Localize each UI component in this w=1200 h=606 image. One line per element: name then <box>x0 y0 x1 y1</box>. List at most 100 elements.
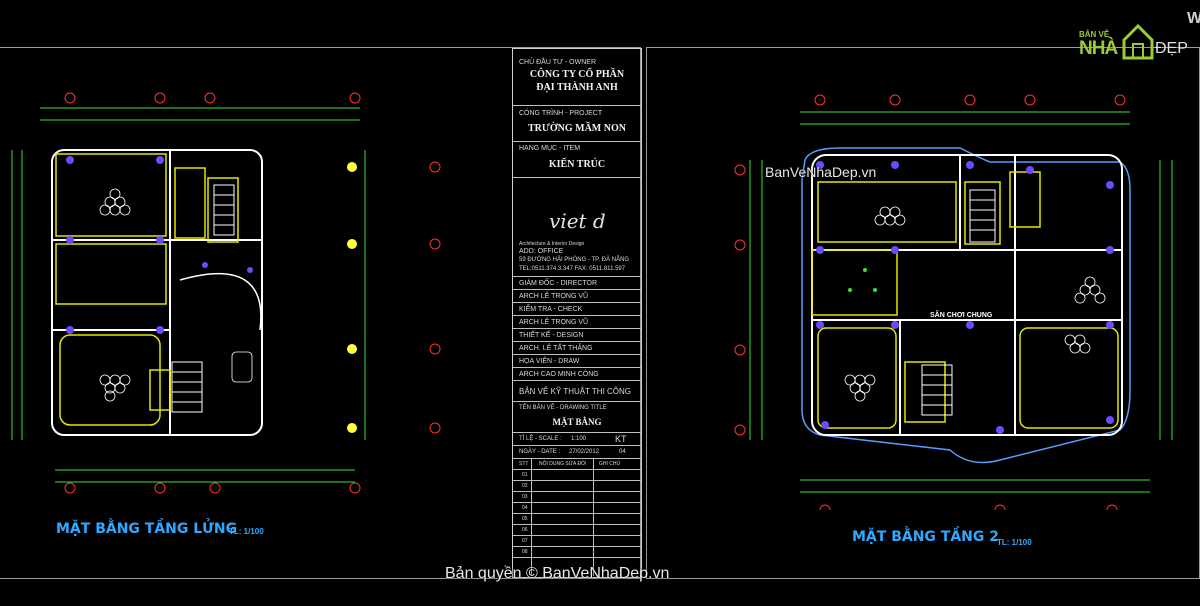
revision-row: 03 <box>522 494 528 500</box>
right-plan-scale: TL: 1/100 <box>997 538 1032 547</box>
office-label: ADD: OFFICE <box>519 248 564 255</box>
divider <box>513 315 641 316</box>
office-phone: TEL:0511.374.3.347 FAX: 0511.811.597 <box>519 266 626 272</box>
staff-name-design: ARCH. LÊ TẤT THẮNG <box>519 345 593 352</box>
staff-role-director: GIÁM ĐỐC - DIRECTOR <box>519 280 598 287</box>
divider <box>513 341 641 342</box>
hall-label: SÂN CHƠI CHUNG <box>930 312 993 319</box>
office-address: 59 ĐƯỜNG HẢI PHÒNG - TP. ĐÀ NẴNG <box>519 257 630 263</box>
firm-logo: viet d <box>549 209 606 233</box>
date-label: NGÀY - DATE : <box>519 449 561 455</box>
staff-name-check: ARCH LÊ TRỌNG VŨ <box>519 319 589 326</box>
stairs-right <box>921 189 996 416</box>
divider <box>513 105 641 106</box>
green-dots-right <box>848 268 877 292</box>
firm-tagline: Architecture & Interior Design <box>519 241 585 247</box>
date-value: 27/02/2012 <box>569 449 600 455</box>
drawing-code: KT <box>615 434 627 444</box>
watermark-center: BanVeNhaDep.vn <box>765 164 877 180</box>
divider <box>513 367 641 368</box>
column-markers-left <box>66 156 253 334</box>
owner-label: CHỦ ĐẦU TƯ - OWNER <box>519 59 597 66</box>
revision-header-content: NỘI DUNG SỬA ĐỔI <box>539 461 587 467</box>
revision-row: 08 <box>522 549 528 555</box>
divider <box>513 480 641 481</box>
staff-name-director: ARCH LÊ TRỌNG VŨ <box>519 293 589 300</box>
scale-label: TỈ LỆ - SCALE : <box>519 436 562 442</box>
house-icon <box>1122 23 1154 60</box>
divider <box>513 445 641 446</box>
watermark-corner-letter: W <box>1187 10 1200 27</box>
dimension-lines-left <box>11 107 366 483</box>
watermark-logo: BẢN VẼ NHÀ ĐẸP <box>1077 18 1191 68</box>
outer-boundary-right <box>801 147 1131 464</box>
divider <box>513 380 641 381</box>
divider <box>513 276 641 277</box>
sheet-frame-left <box>0 47 641 579</box>
divider <box>513 535 641 536</box>
room-outlines-left <box>55 153 239 426</box>
corridor-curve-left <box>179 272 262 331</box>
divider <box>513 302 641 303</box>
scale-value: 1:100 <box>571 436 587 442</box>
divider <box>513 458 641 459</box>
staff-role-design: THIẾT KẾ - DESIGN <box>519 332 584 339</box>
divider <box>513 432 641 433</box>
title-block: CHỦ ĐẦU TƯ - OWNER CÔNG TY CỔ PHẦN ĐẠI T… <box>512 48 642 578</box>
room-outlines-right <box>811 171 1119 429</box>
dimension-lines-right <box>749 111 1173 493</box>
column-markers-right <box>816 161 1114 434</box>
left-plan-title: MẶT BẰNG TẦNG LỬNG <box>56 521 238 537</box>
divider <box>513 491 641 492</box>
divider <box>513 513 641 514</box>
floor-plan-second-floor <box>734 94 1173 510</box>
drawing-title: MẶT BẰNG <box>552 417 602 427</box>
divider <box>513 557 641 558</box>
owner-name-line2: ĐẠI THÀNH ANH <box>536 82 618 93</box>
revision-row: 01 <box>522 472 528 478</box>
revision-row: 05 <box>522 516 528 522</box>
owner-name-line1: CÔNG TY CỔ PHẦN <box>529 69 625 80</box>
divider <box>513 328 641 329</box>
walls-right <box>811 154 1123 436</box>
divider <box>513 469 641 470</box>
divider <box>513 177 641 178</box>
revision-row: 04 <box>522 505 528 511</box>
logo-right-text: ĐẸP <box>1155 40 1188 57</box>
logo-top-text: BẢN VẼ <box>1079 30 1110 39</box>
divider <box>513 502 641 503</box>
sheet-number: 04 <box>619 449 626 455</box>
watermark-bottom: Bản quyền © BanVeNhaDep.vn <box>445 565 670 582</box>
divider <box>513 289 641 290</box>
divider <box>513 524 641 525</box>
divider <box>513 354 641 355</box>
project-name: TRƯỜNG MẦM NON <box>528 123 626 134</box>
divider <box>513 546 641 547</box>
revision-col-line <box>531 458 532 576</box>
item-name: KIẾN TRÚC <box>548 159 606 170</box>
revision-row: 02 <box>522 483 528 489</box>
staff-name-draw: ARCH CAO MINH CÔNG <box>519 371 599 378</box>
drawing-title-label: TÊN BẢN VẼ - DRAWING TITLE <box>519 405 607 411</box>
project-label: CÔNG TRÌNH - PROJECT <box>519 110 603 117</box>
divider <box>513 141 641 142</box>
furniture-clusters-left <box>99 188 253 402</box>
left-plan-scale: TL: 1/100 <box>229 527 264 536</box>
stage-label: BẢN VẼ KỸ THUẬT THI CÔNG <box>519 387 632 396</box>
floor-plan-mezzanine <box>11 92 366 494</box>
right-plan-title: MẶT BẰNG TẦNG 2 <box>852 529 999 545</box>
logo-mid-text: NHÀ <box>1079 38 1118 59</box>
furniture-clusters-right <box>844 206 1106 402</box>
divider <box>513 401 641 402</box>
axis-bubbles-column-left <box>429 161 441 434</box>
axis-bubbles-right <box>734 94 1126 510</box>
stairs-left <box>171 184 235 413</box>
item-label: HẠNG MỤC - ITEM <box>519 145 581 152</box>
revision-header-no: STT <box>519 461 529 467</box>
staff-role-check: KIỂM TRA - CHECK <box>519 306 583 313</box>
revision-header-note: GHI CHÚ <box>599 461 621 467</box>
revision-row: 07 <box>522 538 528 544</box>
yellow-lights-left <box>347 162 357 433</box>
staff-role-draw: HỌA VIÊN - DRAW <box>519 358 580 365</box>
walls-left <box>51 149 263 436</box>
